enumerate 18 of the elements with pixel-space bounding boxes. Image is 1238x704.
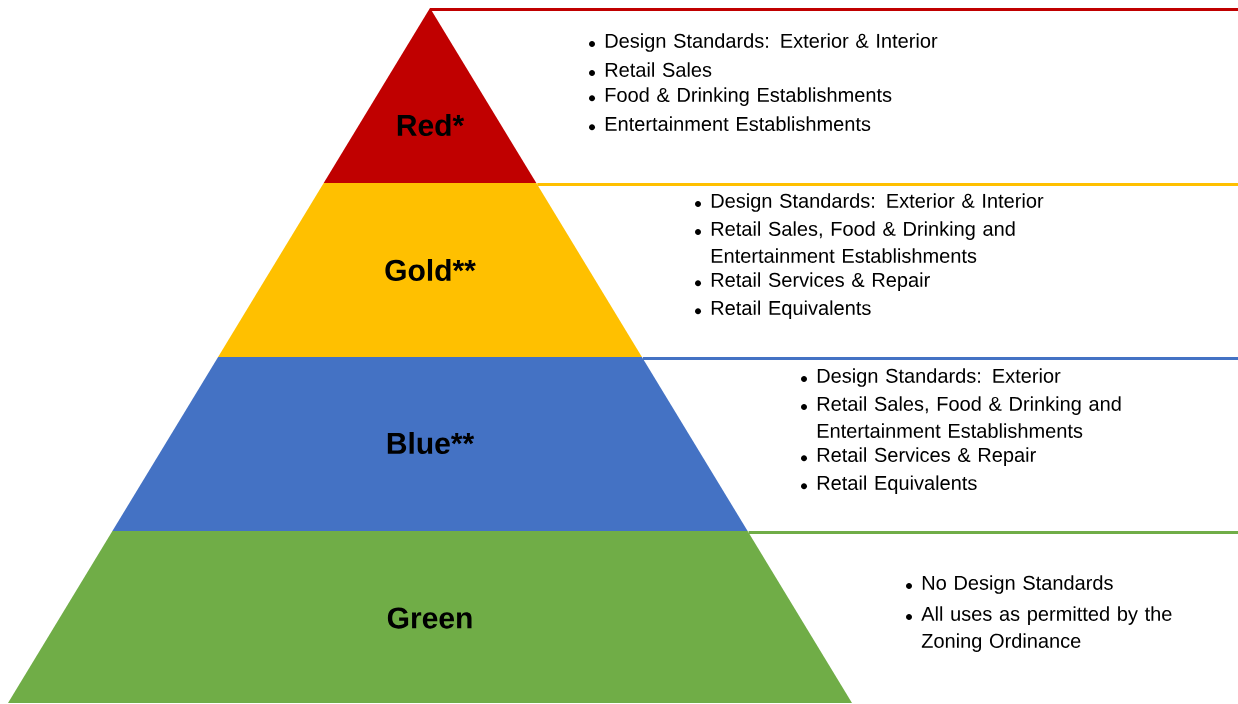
list-item: No Design Standards [922, 575, 1113, 594]
list-item: Design Standards: Exterior & Interior [605, 33, 938, 52]
list-item: Retail Sales, Food & Drinking and Entertainment Establishments [817, 396, 1121, 438]
list-item: Retail Equivalents [711, 300, 871, 319]
pyramid-tier: Green [8, 531, 852, 703]
list-item: All uses as permitted by the Zoning Ordinance [921, 606, 1172, 652]
list-item: Design Standards: Exterior [817, 368, 1061, 387]
pyramid-tier: Red* [323, 8, 537, 183]
list-item: Design Standards: Exterior & Interior [711, 193, 1044, 212]
list-item: Retail Equivalents [817, 475, 977, 495]
list-item: Food & Drinking Establishments [605, 87, 892, 106]
list-item: Retail Sales [605, 62, 712, 77]
pyramid-tier: Blue** [112, 357, 748, 531]
list-item: Entertainment Establishments [605, 116, 871, 132]
list-item: Retail Sales, Food & Drinking and Entertainment Establishments [711, 221, 1015, 263]
list-item: Retail Services & Repair [817, 447, 1036, 466]
pyramid-tier: Gold** [218, 183, 642, 357]
list-item: Retail Services & Repair [711, 272, 930, 291]
